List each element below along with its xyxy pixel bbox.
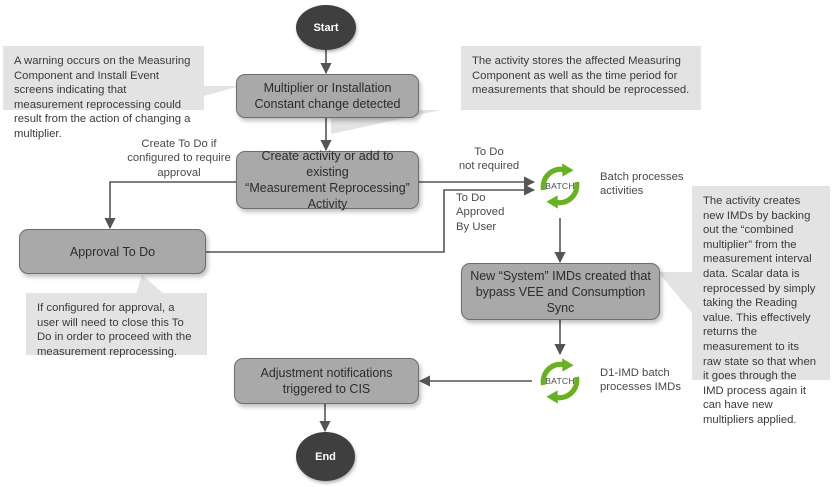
node-new-system-imds[interactable]: New “System” IMDs created that bypass VE…	[461, 263, 660, 320]
edge-label-create-to-do: Create To Do if configured to require ap…	[127, 138, 231, 179]
note-creates-new-imds: The activity creates new IMDs by backing…	[692, 186, 830, 426]
note-warning-tail	[204, 86, 240, 110]
node-adjustment-notifications[interactable]: Adjustment notifications triggered to CI…	[234, 358, 419, 404]
batch-icon-imds-label: BATCH	[545, 376, 575, 386]
node-multiplier-change-detected[interactable]: Multiplier or Installation Constant chan…	[236, 74, 419, 118]
note-warning: A warning occurs on the Measuring Compon…	[3, 46, 204, 140]
note-approval-close-todo-tail	[136, 275, 164, 294]
node-multiplier-change-detected-label: Multiplier or Installation Constant chan…	[254, 81, 401, 111]
node-create-activity[interactable]: Create activity or add to existing “Meas…	[236, 149, 419, 211]
node-approval-to-do-label: Approval To Do	[69, 244, 156, 259]
edge-label-todo-not-required: To Do not required	[458, 146, 520, 173]
batch-icon-activities-label: BATCH	[545, 181, 575, 191]
refresh-arrows-icon	[540, 163, 580, 209]
node-new-system-imds-label: New “System” IMDs created that bypass VE…	[470, 268, 651, 315]
node-approval-to-do[interactable]: Approval To Do	[19, 229, 206, 274]
note-creates-new-imds-tail	[658, 272, 693, 314]
edge-label-d1-imd-batch: D1-IMD batch processes IMDs	[600, 367, 681, 394]
note-stores-measuring-component: The activity stores the affected Measuri…	[461, 46, 701, 110]
batch-icon-activities[interactable]: BATCH	[534, 160, 586, 212]
edge-label-todo-approved: To Do Approved By User	[456, 192, 505, 233]
batch-icon-imds[interactable]: BATCH	[534, 355, 586, 407]
edge-label-batch-processes-activities: Batch processes activities	[600, 171, 684, 198]
node-create-activity-label: Create activity or add to existing “Meas…	[245, 149, 410, 211]
node-start-label: Start	[313, 21, 339, 34]
edge-create-to-approval	[104, 181, 236, 230]
refresh-arrows-icon	[540, 358, 580, 404]
node-end-label: End	[315, 450, 336, 463]
node-end[interactable]: End	[296, 432, 355, 481]
node-start[interactable]: Start	[296, 5, 356, 50]
note-approval-close-todo: If configured for approval, a user will …	[26, 293, 207, 358]
node-adjustment-notifications-label: Adjustment notifications triggered to CI…	[260, 366, 393, 396]
